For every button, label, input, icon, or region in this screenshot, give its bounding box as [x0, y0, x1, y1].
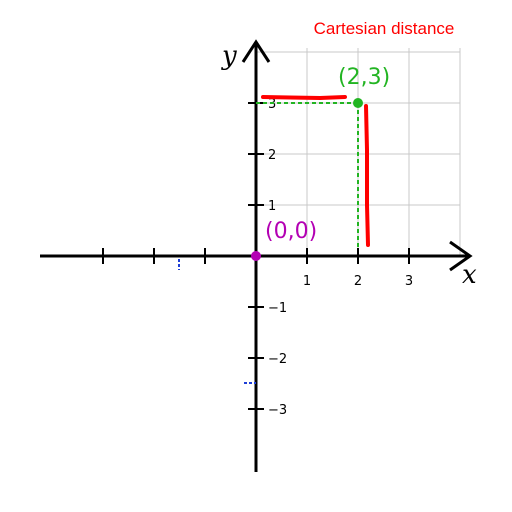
projection-lines [256, 102, 359, 248]
x-tick-label-2: 2 [354, 274, 362, 289]
y-tick-label-3: 3 [268, 97, 276, 112]
y-tick-label-neg3: −3 [268, 403, 287, 418]
target-label: (2,3) [338, 65, 390, 90]
distance-strokes [261, 95, 370, 247]
y-tick-label-neg1: −1 [268, 301, 287, 316]
x-tick-label-1: 1 [303, 274, 311, 289]
x-axis-name: x [462, 260, 477, 290]
x-tick-label-3: 3 [405, 274, 413, 289]
y-axis-arrowhead [241, 39, 271, 63]
y-tick-label-neg2: −2 [268, 352, 287, 367]
y-axis-name: y [221, 41, 237, 71]
x-axis-arrowhead [449, 240, 473, 272]
blue-marks [178, 259, 256, 384]
y-tick-label-1: 1 [268, 199, 276, 214]
target-point [353, 98, 363, 108]
origin-point [251, 251, 261, 261]
y-tick-label-2: 2 [268, 148, 276, 163]
diagram-caption: Cartesian distance [314, 19, 455, 38]
vertical-distance-stroke [364, 104, 370, 247]
horizontal-distance-stroke [261, 95, 347, 101]
origin-label: (0,0) [265, 219, 317, 244]
